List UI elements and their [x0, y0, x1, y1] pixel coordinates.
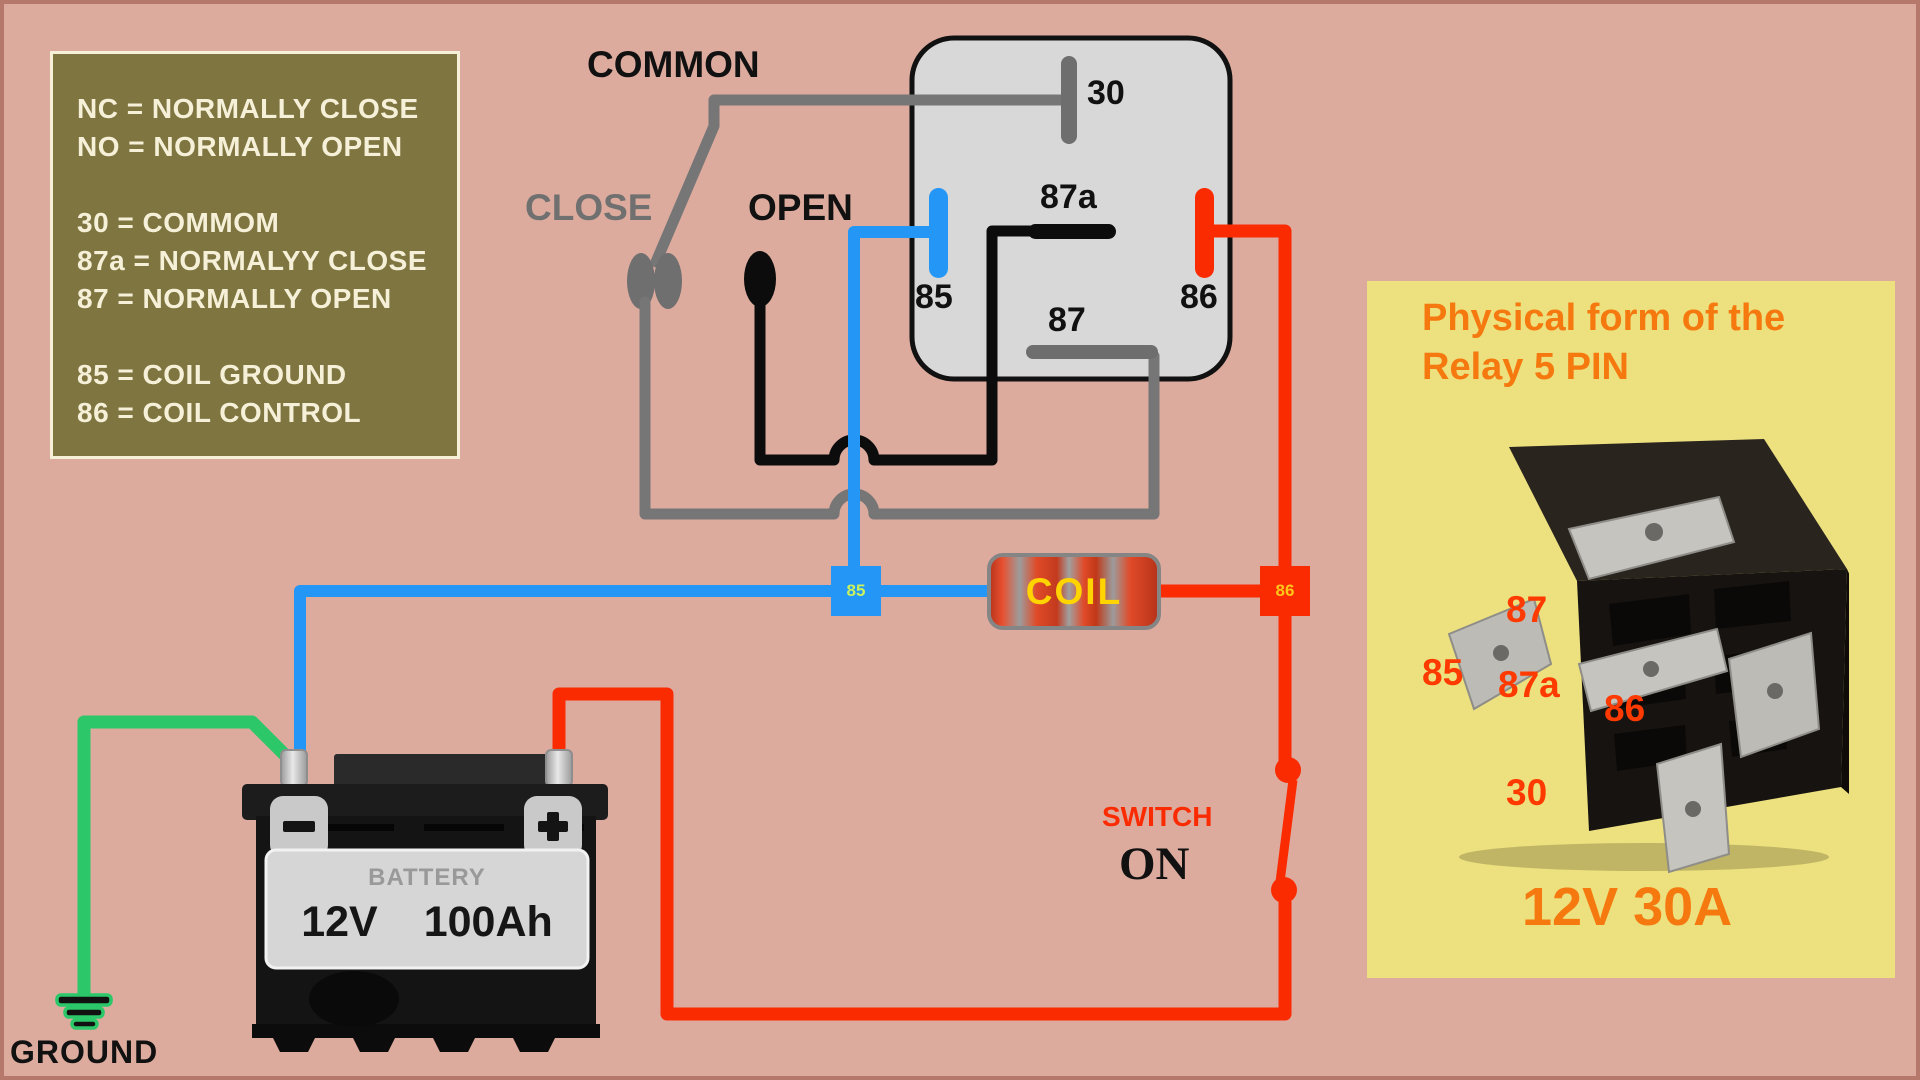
battery-foot	[512, 1036, 556, 1052]
relay-recess	[1609, 594, 1691, 646]
common-wire	[650, 94, 1075, 268]
junction-86-label: 86	[1275, 581, 1295, 600]
open-label: OPEN	[748, 187, 853, 228]
ground-label: GROUND	[10, 1034, 159, 1070]
pin-87a-label: 87a	[1040, 178, 1097, 216]
ground-symbol	[70, 1018, 99, 1030]
relay-photo	[1447, 439, 1849, 874]
legend-line-30: 30 = COMMOM	[77, 207, 280, 238]
wire-switch-to-battery-plus	[552, 687, 1292, 1021]
photo-shadow	[1459, 843, 1829, 871]
panel-title-line1: Physical form of the	[1422, 297, 1786, 339]
pin-30-label: 30	[1087, 74, 1125, 112]
battery-top-flange	[242, 784, 608, 820]
wire-86-down	[1207, 224, 1292, 566]
minus-icon	[283, 821, 315, 832]
switch-state-label: ON	[1119, 838, 1190, 890]
coil-body	[987, 553, 1161, 630]
panel-title: Physical form of the Relay 5 PIN	[1422, 294, 1785, 392]
ground-wire	[77, 715, 299, 1000]
pin-30-bar	[1061, 56, 1077, 144]
wire-85-to-battery	[294, 585, 831, 766]
battery-post-positive	[545, 749, 573, 787]
close-label: CLOSE	[525, 187, 653, 228]
battery	[242, 749, 608, 1052]
common-label: COMMON	[587, 44, 760, 85]
legend-line-no: NO = NORMALLY OPEN	[77, 131, 403, 162]
battery-vent	[424, 824, 504, 831]
open-contact	[744, 251, 776, 307]
battery-capacity: 100Ah	[423, 898, 553, 946]
close-contact	[627, 253, 655, 309]
panel-title-line2: Relay 5 PIN	[1422, 346, 1629, 388]
plus-icon	[547, 812, 559, 841]
relay-rating-label: 12V 30A	[1522, 877, 1733, 937]
terminal-hole	[1493, 645, 1509, 661]
wire-85-down	[848, 226, 934, 566]
legend-line-85: 85 = COIL GROUND	[77, 359, 347, 390]
photo-pin-85-label: 85	[1422, 652, 1464, 693]
junction-86-box	[1260, 566, 1310, 616]
ground-symbol	[63, 1006, 105, 1019]
photo-pin-30-label: 30	[1506, 772, 1548, 813]
switch-contact-top	[1275, 757, 1301, 783]
pin-85-label: 85	[915, 278, 953, 316]
close-contact	[654, 253, 682, 309]
photo-pin-87a-label: 87a	[1498, 664, 1560, 705]
junction-85-label: 85	[846, 581, 866, 600]
battery-foot	[432, 1036, 476, 1052]
battery-post-negative	[280, 749, 308, 787]
legend-box: NC = NORMALLY CLOSE NO = NORMALLY OPEN 3…	[50, 51, 460, 459]
photo-pin-86-label: 86	[1604, 688, 1646, 729]
terminal-hole	[1685, 801, 1701, 817]
terminal-hole	[1767, 683, 1783, 699]
pin-87a-bar	[1028, 224, 1116, 239]
battery-rating: 12V 100Ah	[266, 898, 588, 947]
terminal-hole	[1643, 661, 1659, 677]
switch-arm	[1275, 779, 1298, 883]
pin-87-bar	[1026, 345, 1158, 359]
legend-line-86: 86 = COIL CONTROL	[77, 397, 362, 428]
relay-recess	[1714, 581, 1791, 629]
legend-line-87a: 87a = NORMALYY CLOSE	[77, 245, 428, 276]
ground-symbol	[55, 993, 113, 1007]
battery-foot	[352, 1036, 396, 1052]
pin-86-label: 86	[1180, 278, 1218, 316]
schematic-drawing	[55, 35, 1310, 1052]
legend-line-87: 87 = NORMALLY OPEN	[77, 283, 392, 314]
battery-shadow-spot	[309, 971, 399, 1027]
pin-86-bar	[1195, 188, 1214, 278]
terminal-hole	[1645, 523, 1663, 541]
photo-pin-87-label: 87	[1506, 589, 1548, 630]
battery-base	[252, 1024, 600, 1038]
junction-85-box	[831, 566, 881, 616]
battery-name: BATTERY	[368, 864, 486, 891]
pin-85-bar	[929, 188, 948, 278]
battery-lid-block	[334, 754, 569, 788]
battery-label-panel	[264, 848, 590, 970]
pin-87-label: 87	[1048, 301, 1086, 339]
relay-photo-right-face	[1841, 569, 1849, 794]
coil-label: COIL	[1025, 570, 1123, 612]
battery-vent	[314, 824, 394, 831]
battery-foot	[272, 1036, 316, 1052]
switch-contact-bottom	[1271, 877, 1297, 903]
legend-line-nc: NC = NORMALLY CLOSE	[77, 93, 419, 124]
switch-label: SWITCH	[1102, 801, 1213, 832]
open-to-87a-wire	[754, 225, 1036, 466]
battery-voltage: 12V	[301, 898, 378, 946]
